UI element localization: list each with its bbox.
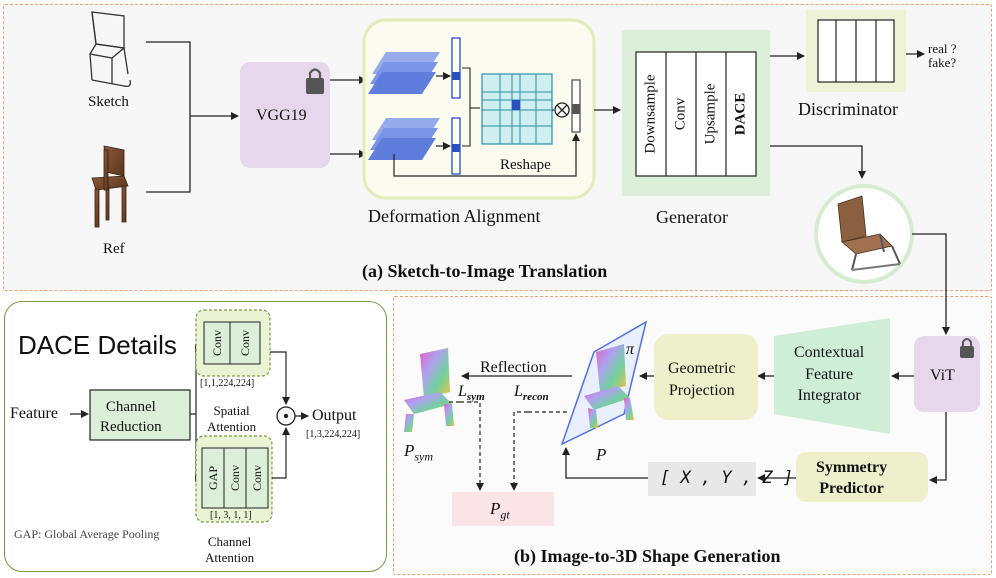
disc-output-label: real ? fake? (928, 41, 957, 70)
sym-pred-label: Symmetry Predictor (816, 459, 888, 497)
panel-b-caption: (b) Image-to-3D Shape Generation (514, 546, 781, 566)
sketch-chair-image (88, 11, 132, 88)
channel-reduction-label: Channel Reduction (100, 399, 162, 435)
generated-chair-image (837, 195, 901, 271)
channel-conv-1: Conv (228, 464, 242, 492)
reshape-label: Reshape (500, 157, 551, 173)
ref-label: Ref (103, 241, 125, 257)
lock-icon-vit (960, 338, 974, 358)
reflection-label: Reflection (480, 359, 547, 376)
p-sym-label: Psym (404, 441, 434, 464)
panel-a-caption: (a) Sketch-to-Image Translation (362, 261, 608, 281)
generator-layer-conv: Conv (672, 97, 689, 131)
lock-icon-vgg (306, 68, 324, 94)
geo-label: Geometric Projection (668, 360, 736, 399)
generator-layer-upsample: Upsample (702, 83, 719, 145)
psym-chair (404, 348, 454, 432)
cfi-trapezoid (774, 318, 890, 434)
ref-chair-image (91, 145, 129, 228)
channel-label: Channel Attention (205, 534, 255, 565)
output-label: Output (312, 407, 357, 424)
correlation-matrix (481, 73, 553, 145)
gap-note: GAP: Global Average Pooling (14, 527, 160, 541)
spatial-dims: [1,1,224,224] (200, 378, 255, 389)
feature-label: Feature (10, 405, 58, 422)
symmetry-predictor-box (796, 452, 928, 502)
output-dims: [1,3,224,224] (306, 429, 361, 440)
vector-top (451, 37, 461, 99)
generator-layer-dace: DACE (732, 92, 749, 136)
vgg-label: VGG19 (256, 107, 307, 124)
deformation-label: Deformation Alignment (368, 206, 541, 226)
feature-stack-top (368, 52, 440, 94)
spatial-conv-1: Conv (210, 329, 224, 357)
sketch-label: Sketch (88, 94, 129, 110)
pgt-box (452, 492, 554, 526)
channel-reduction-box (89, 389, 191, 441)
generator-layer-downsample: Downsample (642, 74, 659, 154)
pi-label: π (626, 341, 635, 358)
l-recon-label: Lrecon (514, 383, 549, 404)
channel-dims: [1, 3, 1, 1] (210, 510, 252, 521)
p-label: P (596, 445, 607, 464)
channel-gap: GAP (206, 465, 220, 491)
geometric-projection-box (654, 334, 758, 420)
xyz-label: [ X , Y , Z ] (660, 468, 794, 488)
spatial-conv-2: Conv (238, 329, 252, 357)
feature-stack-bottom (368, 118, 440, 160)
discriminator-label: Discriminator (798, 99, 898, 119)
spatial-label: Spatial Attention (207, 403, 257, 434)
cfi-label: Contextual Feature Integrator (794, 344, 865, 405)
point-cloud-chair (584, 344, 634, 428)
vit-label: ViT (930, 367, 955, 384)
channel-conv-2: Conv (250, 464, 264, 492)
generator-label: Generator (656, 207, 728, 227)
l-sym-label: Lsym (458, 383, 485, 404)
p-gt-label: Pgt (490, 499, 510, 522)
xyz-box (648, 462, 756, 496)
dace-title: DACE Details (18, 330, 177, 360)
